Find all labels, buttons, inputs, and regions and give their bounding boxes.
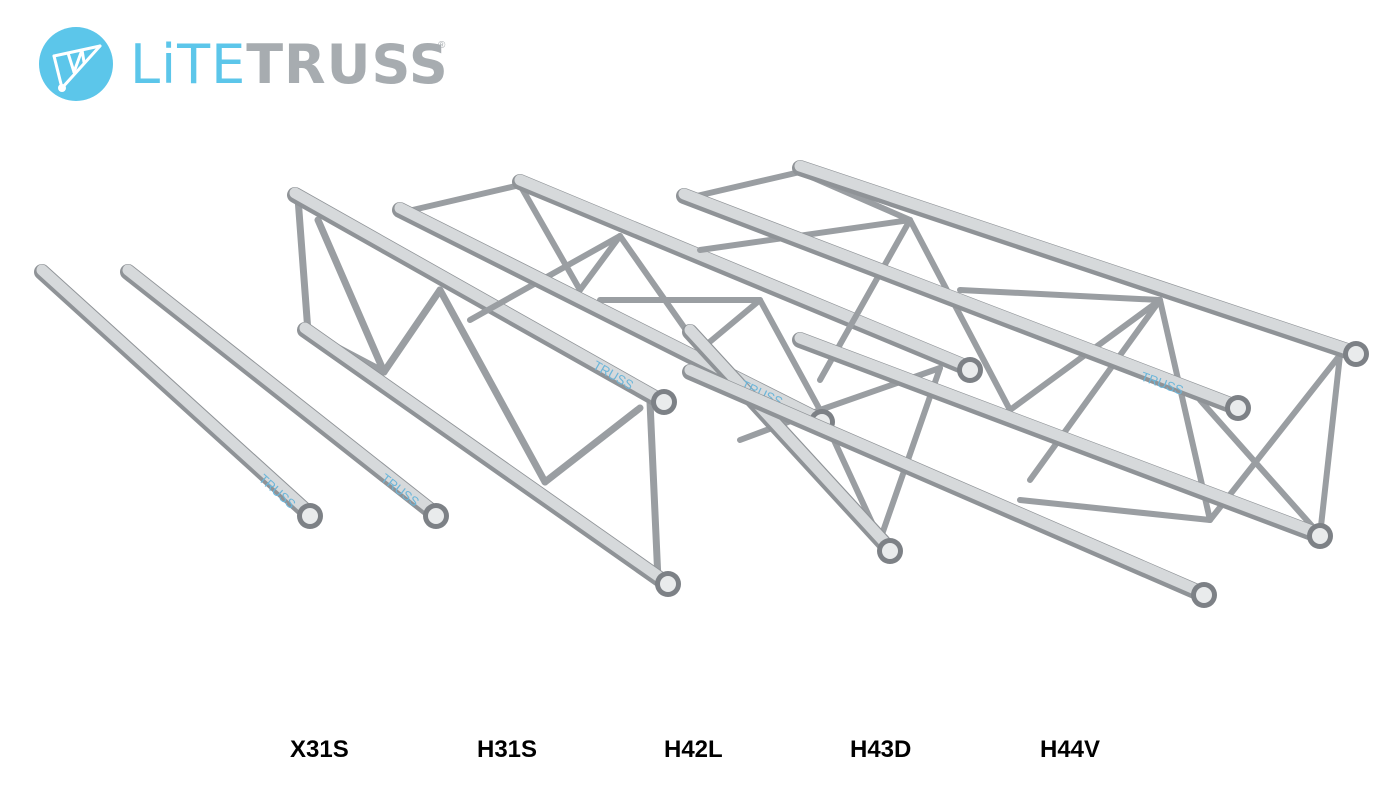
h42l-truss: TRUSS bbox=[287, 187, 681, 597]
h43d-truss: TRUSS bbox=[392, 174, 983, 564]
truss-logo-icon bbox=[39, 27, 113, 101]
brand-lite: LiTE bbox=[130, 33, 247, 96]
label-h31s: H31S bbox=[477, 736, 538, 763]
label-h43d: H43D bbox=[850, 736, 912, 763]
registered-mark: ® bbox=[438, 40, 446, 51]
h42l-tube-marking: TRUSS bbox=[591, 358, 637, 393]
truss-products-illustration: TRUSS TRUSS TRUSS bbox=[34, 160, 1369, 608]
label-h44v: H44V bbox=[1040, 736, 1101, 763]
label-h42l: H42L bbox=[664, 736, 723, 763]
brand-truss: TRUSS bbox=[246, 33, 449, 96]
litetruss-logo: LiTETRUSS ® bbox=[38, 26, 458, 106]
h44v-truss: TRUSS bbox=[676, 160, 1369, 608]
label-x31s: X31S bbox=[290, 736, 349, 763]
brand-wordmark: LiTETRUSS bbox=[130, 30, 449, 100]
